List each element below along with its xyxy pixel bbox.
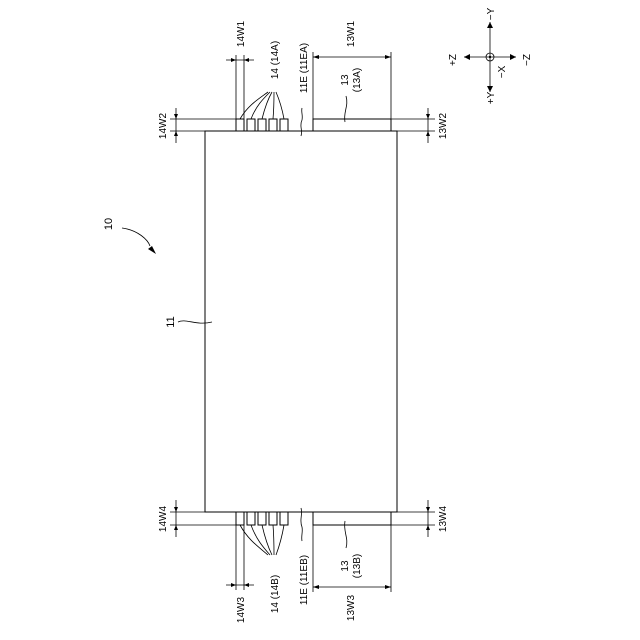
top-fins [236,119,288,131]
dim-13w2 [391,108,435,143]
label-body: 11 [165,316,177,327]
device-leader [122,228,150,246]
label-top-fin-group: 14 (14A) [270,41,281,79]
axis-label-neg-z: −Z [522,54,533,66]
label-bottom-edge: 11E (11EB) [299,555,310,605]
label-13w2: 13W2 [438,113,449,140]
axis-label-neg-y: −Y [486,7,497,20]
label-top-tab-line2: (13A) [352,68,363,92]
label-13w1: 13W1 [346,21,357,48]
label-top-edge: 11E (11EA) [299,43,310,93]
main-body-rect [205,131,397,512]
bottom-fin-leaders [240,525,284,555]
label-bottom-tab-line2: (13B) [352,554,363,578]
top-tab-leader [345,96,347,122]
bottom-edge-leader [301,508,302,541]
dim-14w1 [226,55,254,119]
label-bottom-fin-group: 14 (14B) [270,575,281,613]
axis-label-pos-z: +Z [448,54,459,66]
bottom-fins [236,512,288,525]
device-leader-arrow [148,246,156,254]
label-top-tab-line1: 13 [340,74,351,86]
axis-label-pos-y: +Y [486,91,497,104]
bottom-tab [313,512,391,525]
label-device: 10 [103,218,115,230]
label-bottom-tab-line1: 13 [340,560,351,572]
label-14w3: 14W3 [236,597,247,624]
dim-14w3 [226,525,254,590]
top-fin-leaders [240,92,284,119]
top-tab [313,119,391,131]
label-13w3: 13W3 [346,595,357,622]
label-14w2: 14W2 [158,113,169,140]
label-14w4: 14W4 [158,506,169,533]
label-13w4: 13W4 [438,506,449,533]
dim-14w2 [170,108,236,143]
top-edge-leader [301,108,302,136]
dim-13w4 [391,500,435,537]
body-leader [178,321,212,323]
axis-indicator [464,22,516,92]
label-14w1: 14W1 [236,21,247,48]
dim-14w4 [170,500,236,537]
axis-label-neg-x: −X [497,65,508,78]
